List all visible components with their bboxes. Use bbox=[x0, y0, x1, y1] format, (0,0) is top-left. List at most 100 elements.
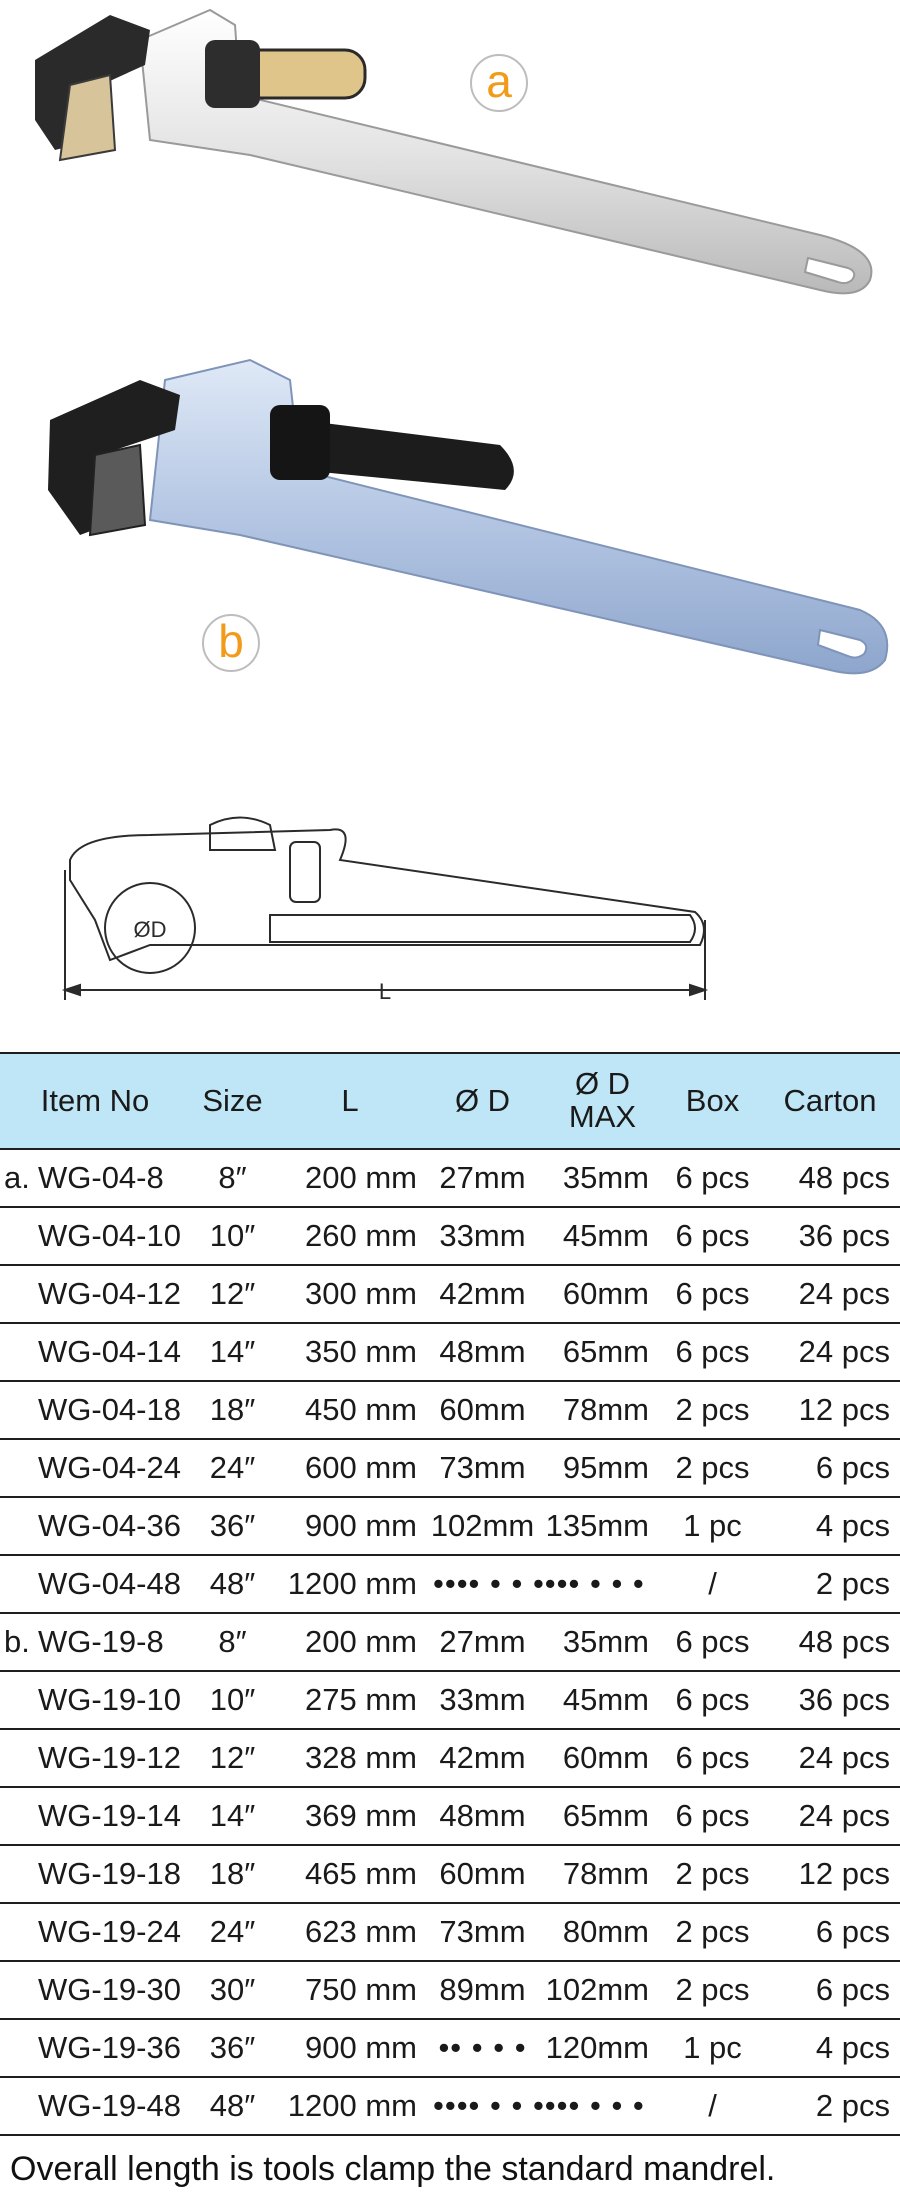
length-label: L bbox=[379, 979, 391, 1004]
item-number: WG-19-30 bbox=[38, 1972, 181, 2007]
length-cell: 260 mm bbox=[275, 1207, 425, 1266]
box-cell: 6 pcs bbox=[665, 1265, 760, 1324]
product-images: ØD L bbox=[0, 0, 900, 1050]
length-cell: 275 mm bbox=[275, 1671, 425, 1730]
length-cell: 200 mm bbox=[275, 1149, 425, 1208]
footnote: Overall length is tools clamp the standa… bbox=[10, 2150, 776, 2188]
diameter-max-cell: 78mm bbox=[540, 1381, 665, 1440]
header-diameter: Ø D bbox=[425, 1052, 540, 1150]
size-cell: 48″ bbox=[190, 1555, 275, 1614]
diameter-max-cell: 95mm bbox=[540, 1439, 665, 1498]
diameter-max-cell: 45mm bbox=[540, 1207, 665, 1266]
badge-b: b bbox=[202, 614, 260, 672]
length-cell: 328 mm bbox=[275, 1729, 425, 1788]
length-cell: 450 mm bbox=[275, 1381, 425, 1440]
length-cell: 900 mm bbox=[275, 1497, 425, 1556]
box-cell: / bbox=[665, 1555, 760, 1614]
header-carton: Carton bbox=[760, 1052, 900, 1150]
carton-cell: 12 pcs bbox=[760, 1845, 900, 1904]
item-number: WG-19-18 bbox=[38, 1856, 181, 1891]
item-number: WG-04-18 bbox=[38, 1392, 181, 1427]
box-cell: 6 pcs bbox=[665, 1323, 760, 1382]
item-cell: WG-04-48 bbox=[0, 1555, 190, 1614]
header-length: L bbox=[275, 1052, 425, 1150]
diameter-cell: 48mm bbox=[425, 1323, 540, 1382]
box-cell: / bbox=[665, 2077, 760, 2136]
length-cell: 750 mm bbox=[275, 1961, 425, 2020]
item-cell: WG-19-10 bbox=[0, 1671, 190, 1730]
size-cell: 12″ bbox=[190, 1265, 275, 1324]
size-cell: 10″ bbox=[190, 1207, 275, 1266]
diameter-max-cell: 35mm bbox=[540, 1613, 665, 1672]
diameter-cell: 33mm bbox=[425, 1671, 540, 1730]
size-cell: 18″ bbox=[190, 1381, 275, 1440]
size-cell: 10″ bbox=[190, 1671, 275, 1730]
header-diameter-max: Ø D MAX bbox=[540, 1052, 665, 1150]
item-cell: WG-04-24 bbox=[0, 1439, 190, 1498]
item-cell: WG-19-12 bbox=[0, 1729, 190, 1788]
diameter-cell: 73mm bbox=[425, 1439, 540, 1498]
size-cell: 18″ bbox=[190, 1845, 275, 1904]
item-number: WG-19-24 bbox=[38, 1914, 181, 1949]
size-cell: 8″ bbox=[190, 1613, 275, 1672]
length-cell: 465 mm bbox=[275, 1845, 425, 1904]
length-cell: 350 mm bbox=[275, 1323, 425, 1382]
box-cell: 1 pc bbox=[665, 2019, 760, 2078]
diameter-cell: 42mm bbox=[425, 1729, 540, 1788]
carton-cell: 24 pcs bbox=[760, 1323, 900, 1382]
diameter-cell: 48mm bbox=[425, 1787, 540, 1846]
header-size: Size bbox=[190, 1052, 275, 1150]
item-number: WG-19-12 bbox=[38, 1740, 181, 1775]
diameter-max-cell: 45mm bbox=[540, 1671, 665, 1730]
item-number: WG-19-14 bbox=[38, 1798, 181, 1833]
diameter-cell: 102mm bbox=[425, 1497, 540, 1556]
group-prefix: a. bbox=[4, 1160, 30, 1195]
carton-cell: 24 pcs bbox=[760, 1265, 900, 1324]
item-cell: WG-04-10 bbox=[0, 1207, 190, 1266]
item-number: WG-19-48 bbox=[38, 2088, 181, 2123]
diameter-max-cell: 135mm bbox=[540, 1497, 665, 1556]
length-cell: 369 mm bbox=[275, 1787, 425, 1846]
item-number: WG-04-14 bbox=[38, 1334, 181, 1369]
diameter-cell: 33mm bbox=[425, 1207, 540, 1266]
diameter-max-cell: 65mm bbox=[540, 1323, 665, 1382]
diameter-cell: 60mm bbox=[425, 1845, 540, 1904]
item-cell: WG-04-36 bbox=[0, 1497, 190, 1556]
item-number: WG-04-24 bbox=[38, 1450, 181, 1485]
length-cell: 1200 mm bbox=[275, 2077, 425, 2136]
item-cell: WG-04-18 bbox=[0, 1381, 190, 1440]
carton-cell: 2 pcs bbox=[760, 1555, 900, 1614]
carton-cell: 48 pcs bbox=[760, 1613, 900, 1672]
item-number: WG-19-8 bbox=[38, 1624, 164, 1659]
diameter-cell: •••• • • •••• • • • bbox=[425, 2077, 665, 2136]
item-cell: b.WG-19-8 bbox=[0, 1613, 190, 1672]
item-number: WG-04-12 bbox=[38, 1276, 181, 1311]
item-number: WG-04-8 bbox=[38, 1160, 164, 1195]
diameter-max-cell: 80mm bbox=[540, 1903, 665, 1962]
box-cell: 2 pcs bbox=[665, 1845, 760, 1904]
diameter-max-cell: 65mm bbox=[540, 1787, 665, 1846]
box-cell: 6 pcs bbox=[665, 1729, 760, 1788]
carton-cell: 24 pcs bbox=[760, 1787, 900, 1846]
box-cell: 6 pcs bbox=[665, 1149, 760, 1208]
diameter-cell: 89mm bbox=[425, 1961, 540, 2020]
diameter-cell: 42mm bbox=[425, 1265, 540, 1324]
box-cell: 6 pcs bbox=[665, 1671, 760, 1730]
size-cell: 36″ bbox=[190, 1497, 275, 1556]
wrench-dimension-diagram bbox=[61, 816, 709, 1000]
diameter-cell: 60mm bbox=[425, 1381, 540, 1440]
length-cell: 900 mm bbox=[275, 2019, 425, 2078]
item-cell: WG-19-30 bbox=[0, 1961, 190, 2020]
